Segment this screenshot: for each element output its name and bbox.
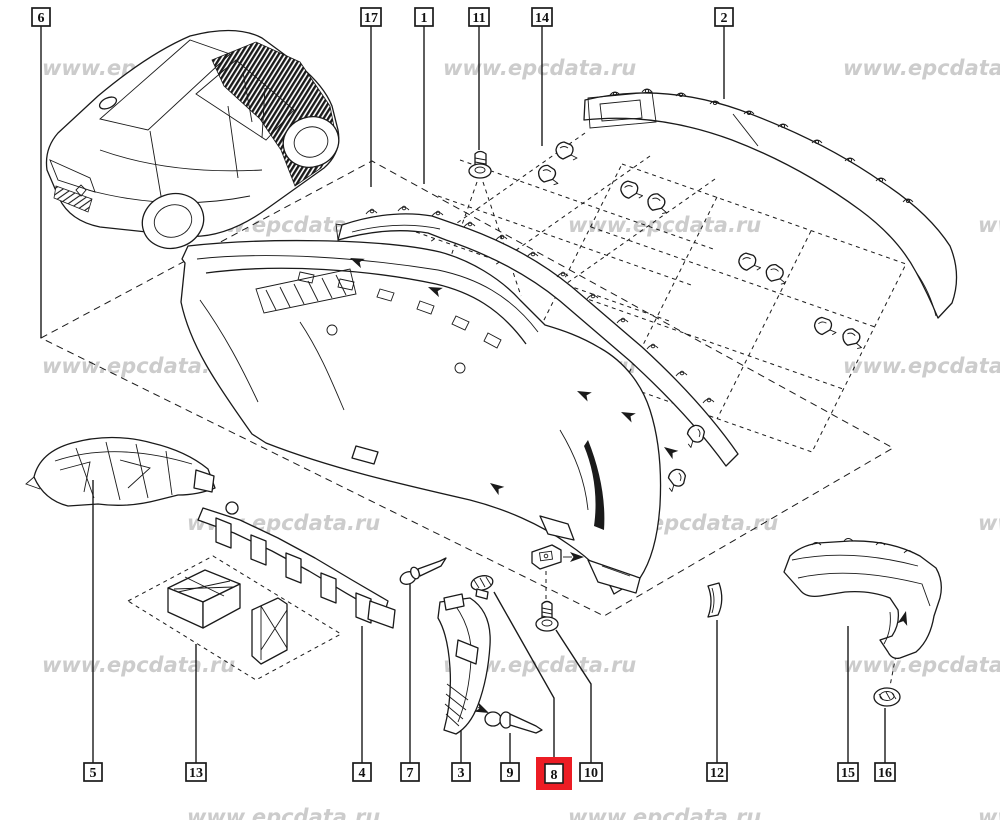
callout-10-label: 10 [584,766,598,781]
callout-2[interactable]: 2 [714,7,734,27]
callout-5[interactable]: 5 [83,762,103,782]
part-trim-strip-2[interactable] [583,88,958,319]
callout-12-label: 12 [710,766,724,781]
callout-7-label: 7 [407,766,414,781]
watermark: www.epcdata.ru [187,805,380,820]
part-screw-10[interactable] [535,600,559,632]
callout-5-label: 5 [90,766,97,781]
callout-4-label: 4 [359,766,366,781]
callout-9[interactable]: 9 [500,762,520,782]
watermark: www.epcdata.ru [843,354,1000,378]
watermark: www.epcdata.ru [568,805,761,820]
callout-13[interactable]: 13 [185,762,207,782]
callout-15-label: 15 [841,766,855,781]
leader-lines [40,26,886,763]
car-illustration [45,29,340,250]
callout-11[interactable]: 11 [468,7,490,27]
callout-3[interactable]: 3 [451,762,471,782]
part-pin-9[interactable] [484,711,543,734]
callout-6[interactable]: 6 [31,7,51,27]
callout-15[interactable]: 15 [837,762,859,782]
callout-7[interactable]: 7 [400,762,420,782]
part-wheel-arch-liner[interactable] [25,436,216,507]
callout-1-label: 1 [421,11,428,26]
callout-8-highlighted[interactable]: 8 [536,757,572,790]
callouts-top: 6 17 1 11 14 2 [31,7,734,27]
callout-1[interactable]: 1 [414,7,434,27]
part-screw-7[interactable] [398,557,447,587]
part-support-strip-1[interactable] [335,205,739,467]
watermark-layer: www.epcdata.ru www.epcdata.ru www.epcdat… [42,56,1000,820]
car-rear-wheel [282,116,340,168]
part-mounting-rail[interactable] [197,501,396,629]
watermark: www.epcdata.ru [843,653,1000,677]
callout-4[interactable]: 4 [352,762,372,782]
callout-13-label: 13 [189,766,203,781]
watermark: www.epcdata.ru [42,653,235,677]
car-front-wheel [141,192,205,250]
part-diffuser-15[interactable] [783,538,942,660]
part-grommet-8[interactable] [470,574,495,600]
callouts-bottom: 5 13 4 7 3 9 8 10 [83,757,896,790]
watermark: www.epcdata.ru [843,56,1000,80]
callout-17-label: 17 [364,11,378,26]
callout-9-label: 9 [507,766,514,781]
car-mirror [98,96,118,110]
callout-3-label: 3 [458,766,465,781]
part-u-nut-clip[interactable] [531,544,562,570]
watermark: www.epcdata.ru [978,213,1000,237]
callout-8-label: 8 [551,768,558,783]
watermark: www.epcdata.ru [978,805,1000,820]
assembly-arrows [348,253,911,718]
part-hook-12[interactable] [707,582,723,618]
callout-11-label: 11 [472,11,485,26]
callout-6-label: 6 [38,11,45,26]
part-cap-16[interactable] [873,687,901,707]
callout-14[interactable]: 14 [531,7,553,27]
callout-17[interactable]: 17 [360,7,382,27]
callout-12[interactable]: 12 [706,762,728,782]
callout-10[interactable]: 10 [579,762,603,782]
part-foam-blocks[interactable] [167,569,288,665]
callout-2-label: 2 [721,11,728,26]
watermark: www.epcdata.ru [568,213,761,237]
callout-16[interactable]: 16 [874,762,896,782]
callout-16-label: 16 [878,766,892,781]
callout-14-label: 14 [535,11,549,26]
part-side-bracket[interactable] [437,593,491,735]
watermark: www.epcdata.ru [978,511,1000,535]
renault-logo [75,184,87,197]
part-bumper-cover[interactable] [180,239,662,595]
part-screw-11[interactable] [468,150,492,179]
rail-clip [225,501,239,515]
watermark: www.epcdata.ru [443,56,636,80]
